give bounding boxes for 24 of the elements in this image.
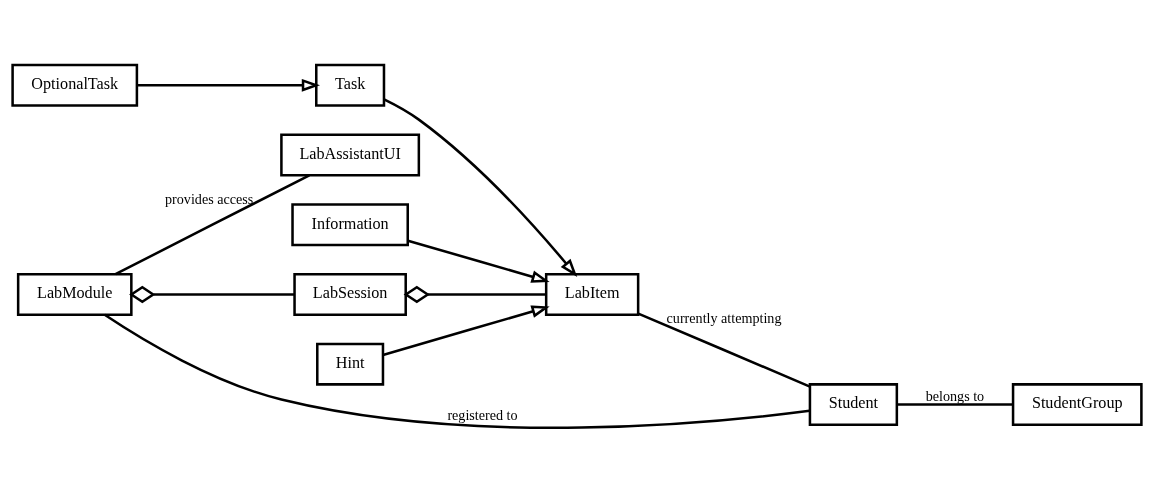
edge-label: belongs to — [925, 387, 985, 404]
connector — [403, 285, 546, 304]
node-box: StudentGroup — [1011, 383, 1143, 427]
connector — [104, 313, 810, 429]
arrow — [383, 98, 578, 277]
node-box: Student — [808, 383, 899, 427]
connector — [637, 312, 811, 388]
arrow — [137, 78, 320, 92]
edge-label: provides access — [165, 190, 254, 207]
edge-label: registered to — [447, 406, 518, 423]
node-box: LabModule — [16, 272, 133, 316]
node-box: LabItem — [544, 272, 640, 316]
connector — [114, 174, 310, 276]
arrow — [382, 305, 550, 357]
connector — [896, 403, 1013, 406]
edge-label: currently attempting — [666, 309, 782, 326]
node-box: LabSession — [293, 272, 407, 316]
node-box: Task — [315, 63, 386, 107]
node-box: Hint — [316, 342, 385, 386]
node-box: LabAssistantUI — [280, 133, 421, 177]
connector — [129, 285, 295, 304]
arrow — [407, 239, 550, 283]
node-box: OptionalTask — [11, 63, 139, 107]
node-box: Information — [291, 203, 409, 247]
